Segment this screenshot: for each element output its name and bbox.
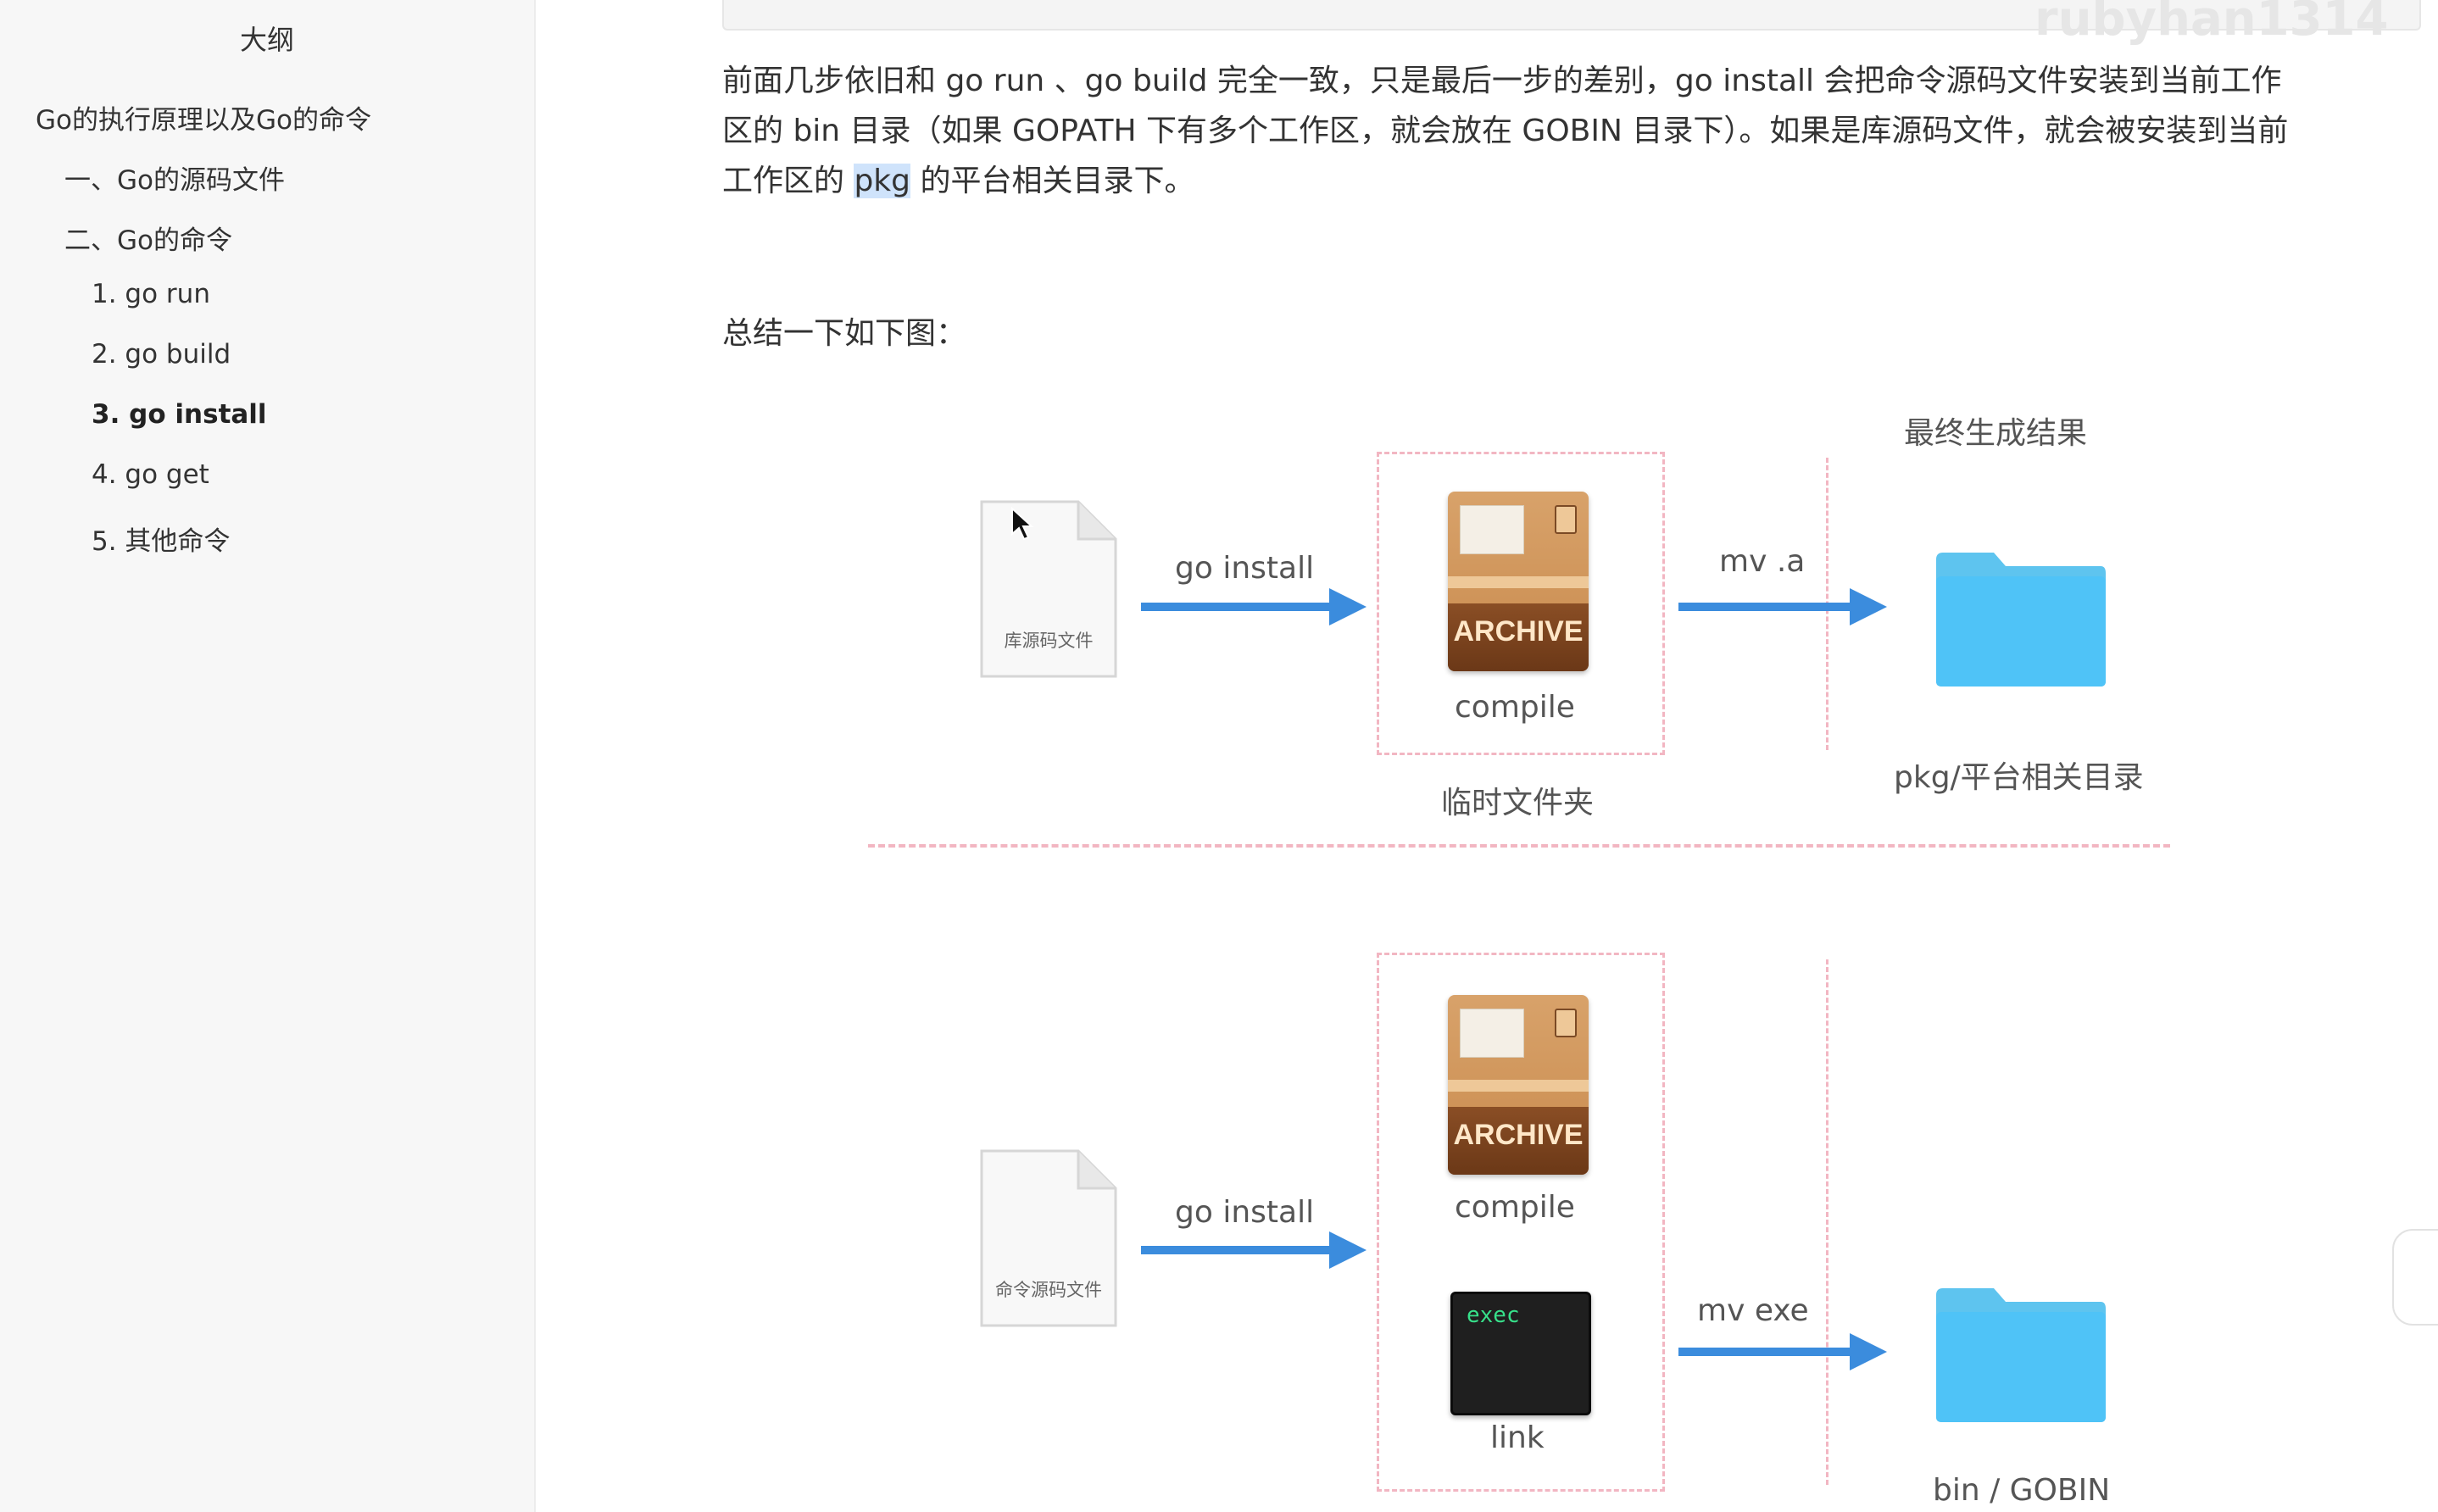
bin-folder-label: bin / GOBIN <box>1933 1473 2111 1508</box>
top-compile-label: compile <box>1455 690 1575 725</box>
link-label: link <box>1490 1420 1545 1455</box>
archive-icon-top: ARCHIVE <box>1448 492 1589 671</box>
archive-band <box>1448 1080 1589 1092</box>
floating-side-handle[interactable] <box>2392 1229 2438 1326</box>
selected-text-pkg[interactable]: pkg <box>854 164 911 198</box>
toc-item-go-run[interactable]: 1. go run <box>92 279 210 309</box>
watermark: rubyhan1314 <box>2034 0 2389 47</box>
exec-terminal-icon: exec <box>1450 1292 1591 1415</box>
outline-sidebar: 大纲 Go的执行原理以及Go的命令 一、Go的源码文件 二、Go的命令 1. g… <box>0 0 536 1512</box>
divider-bottom <box>1826 959 1828 1485</box>
temp-folder-label: 临时文件夹 <box>1441 786 1595 820</box>
bottom-arrow2-label: mv exe <box>1697 1293 1809 1328</box>
archive-paper <box>1460 1009 1524 1058</box>
temp-folder-box-top <box>1377 452 1665 755</box>
toc-item-go-build[interactable]: 2. go build <box>92 339 231 370</box>
toc-item-other-commands[interactable]: 5. 其他命令 <box>92 526 231 557</box>
archive-icon-bottom: ARCHIVE <box>1448 995 1589 1175</box>
para-text-before: 前面几步依旧和 go run 、go build 完全一致，只是最后一步的差别，… <box>722 64 2289 198</box>
code-block-edge <box>722 0 2421 31</box>
pkg-folder-label: pkg/平台相关目录 <box>1894 760 2144 795</box>
diagram-separator <box>868 844 2170 848</box>
exec-text: exec <box>1467 1303 1520 1328</box>
top-arrow2 <box>1678 588 1887 625</box>
command-source-file-icon <box>980 1149 1117 1327</box>
bottom-compile-label: compile <box>1455 1190 1575 1225</box>
mouse-cursor-icon <box>1011 507 1034 541</box>
archive-band <box>1448 576 1589 588</box>
bottom-arrow2 <box>1678 1333 1887 1370</box>
toc-item-go-get[interactable]: 4. go get <box>92 459 209 490</box>
command-source-file-label: 命令源码文件 <box>995 1280 1102 1300</box>
archive-text-bottom: ARCHIVE <box>1453 1119 1584 1151</box>
pkg-folder-icon <box>1936 553 2106 687</box>
library-source-file-label: 库源码文件 <box>1004 631 1094 651</box>
paragraph-go-install: 前面几步依旧和 go run 、go build 完全一致，只是最后一步的差别，… <box>722 56 2307 206</box>
toc-item-root[interactable]: Go的执行原理以及Go的命令 <box>36 105 371 136</box>
temp-folder-box-bottom <box>1377 953 1665 1492</box>
outline-title: 大纲 <box>239 24 294 56</box>
library-source-file-icon <box>980 500 1117 678</box>
toc-item-go-install[interactable]: 3. go install <box>92 399 267 430</box>
bottom-arrow1 <box>1141 1231 1367 1269</box>
archive-tag <box>1555 505 1577 534</box>
para-text-after: 的平台相关目录下。 <box>910 164 1195 198</box>
archive-bottom <box>1448 603 1589 671</box>
top-arrow1 <box>1141 588 1367 625</box>
bottom-arrow1-label: go install <box>1175 1195 1315 1230</box>
toc-item-source-files[interactable]: 一、Go的源码文件 <box>64 165 285 196</box>
summary-text: 总结一下如下图： <box>722 316 967 351</box>
top-arrow2-label: mv .a <box>1719 544 1806 579</box>
archive-paper <box>1460 505 1524 554</box>
toc-item-go-commands[interactable]: 二、Go的命令 <box>64 225 232 256</box>
archive-bottom <box>1448 1107 1589 1175</box>
top-arrow1-label: go install <box>1175 551 1315 586</box>
archive-tag <box>1555 1009 1577 1037</box>
archive-text-top: ARCHIVE <box>1453 615 1584 648</box>
result-header: 最终生成结果 <box>1904 416 2088 451</box>
bin-folder-icon <box>1936 1288 2106 1422</box>
